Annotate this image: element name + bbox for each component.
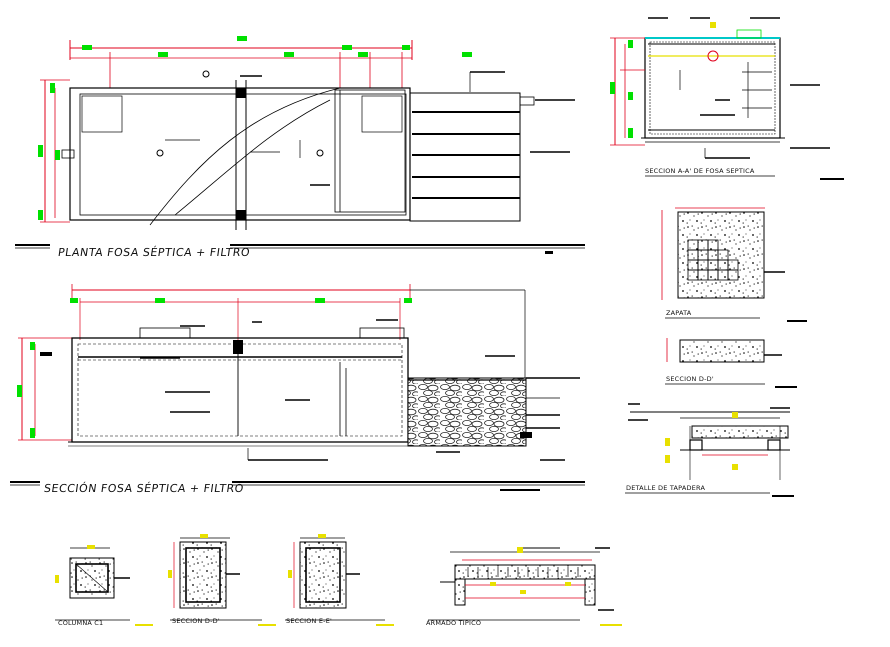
seccion-dd-bottom-view xyxy=(168,534,276,626)
planta-view xyxy=(15,36,585,254)
title-seccion-dd-right: SECCION D-D' xyxy=(666,375,714,383)
title-detalle-tapadera: DETALLE DE TAPADERA xyxy=(626,484,706,492)
columna-c1-view xyxy=(55,545,153,626)
title-planta-fosa-septica: PLANTA FOSA SÉPTICA + FILTRO xyxy=(57,246,251,259)
title-seccion-aa: SECCION A-A' DE FOSA SEPTICA xyxy=(645,167,755,175)
title-armado-tipico: ARMADO TIPICO xyxy=(426,619,482,627)
tapadera-view xyxy=(625,403,794,497)
seccion-dd-right-view xyxy=(665,338,797,388)
title-seccion-fosa-septica: SECCIÓN FOSA SÉPTICA + FILTRO xyxy=(43,482,245,495)
seccion-aa-view xyxy=(610,17,844,180)
seccion-fosa-view xyxy=(10,284,585,491)
title-columna-c1: COLUMNA C1 xyxy=(58,619,104,627)
title-seccion-dd-bottom: SECCION D-D' xyxy=(172,617,220,625)
zapata-view xyxy=(661,207,807,322)
title-seccion-ee: SECCION E-E' xyxy=(286,617,333,625)
seccion-ee-view xyxy=(285,534,394,626)
title-zapata: ZAPATA xyxy=(666,309,692,317)
armado-tipico-view xyxy=(428,547,622,626)
